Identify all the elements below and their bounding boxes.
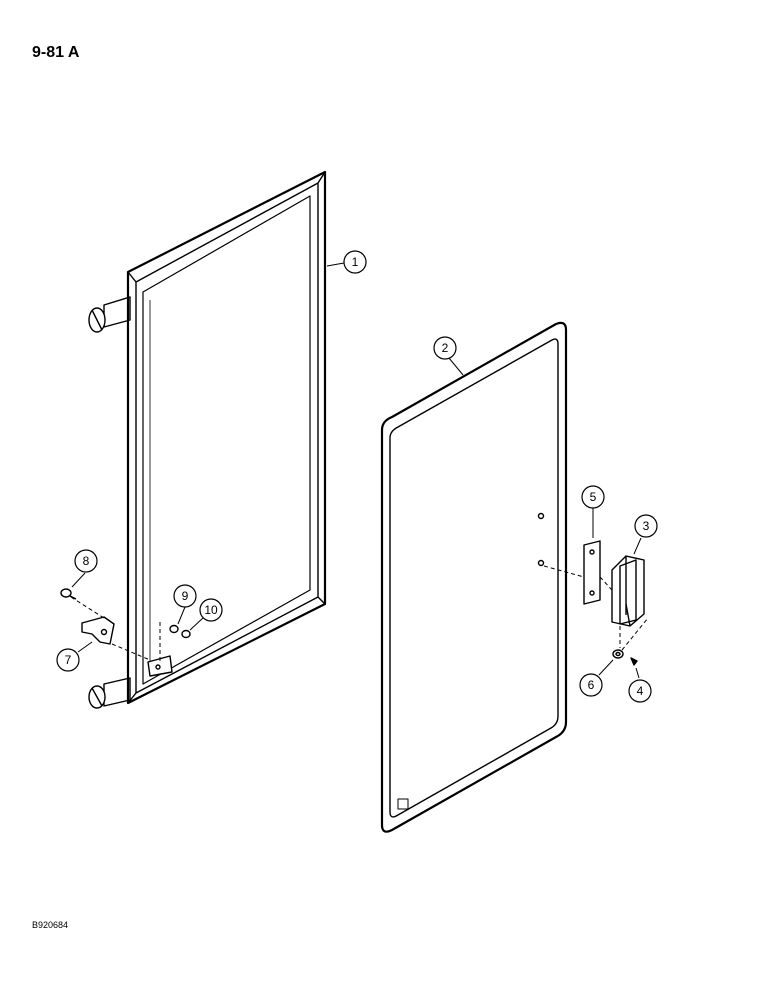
callout-label-2: 2 — [442, 341, 449, 355]
callout-3 — [634, 514, 658, 538]
callout-label-6: 6 — [588, 678, 595, 692]
callout-label-9: 9 — [182, 589, 189, 603]
callout-label-10: 10 — [204, 603, 218, 617]
nut — [169, 624, 179, 634]
callout-6 — [579, 673, 603, 697]
callout-label-3: 3 — [643, 519, 650, 533]
callout-1 — [343, 250, 367, 274]
latch-plate — [583, 540, 601, 605]
door-handle — [611, 555, 645, 627]
callout-leaders — [71, 262, 642, 679]
page-number: 9-81 A — [32, 44, 80, 61]
callout-2 — [433, 336, 457, 360]
callout-4 — [628, 679, 652, 703]
washer — [612, 649, 624, 659]
callout-9 — [173, 584, 197, 608]
callout-label-7: 7 — [65, 653, 72, 667]
callout-8 — [74, 549, 98, 573]
glass-panel — [380, 321, 568, 833]
callout-5 — [581, 485, 605, 509]
callout-label-8: 8 — [83, 554, 90, 568]
callout-label-4: 4 — [637, 684, 644, 698]
callout-label-5: 5 — [590, 490, 597, 504]
upper-hinge — [88, 296, 131, 333]
lock-washer — [181, 629, 191, 639]
door-frame — [126, 170, 327, 705]
callout-7 — [56, 648, 80, 672]
callout-10 — [199, 598, 223, 622]
screw — [630, 657, 638, 666]
callouts — [56, 250, 658, 703]
bolt — [60, 588, 77, 600]
frame-bracket — [147, 655, 173, 677]
callout-label-1: 1 — [352, 255, 359, 269]
assembly-lines — [70, 565, 649, 662]
lower-hinge — [88, 677, 131, 709]
mounting-bracket — [81, 616, 115, 645]
figure-code: B920684 — [32, 920, 69, 930]
